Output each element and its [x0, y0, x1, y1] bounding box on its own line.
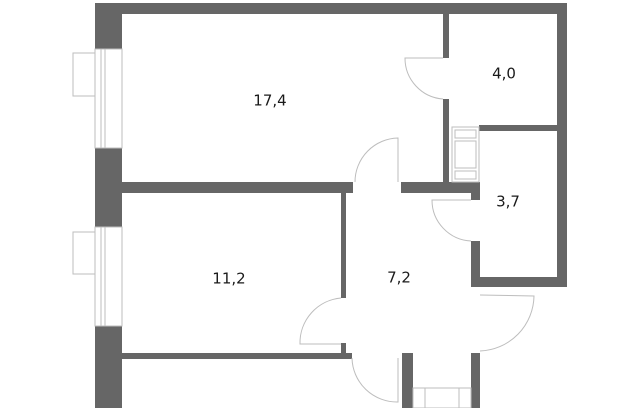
- window-frame: [94, 226, 123, 327]
- left-wall-segment: [95, 3, 122, 49]
- window: [72, 231, 96, 275]
- living-room-area: 17,4: [253, 92, 286, 110]
- top-outer-wall: [95, 3, 567, 14]
- room-labels: 17,4 4,0 3,7 11,2 7,2: [212, 65, 520, 288]
- fixtures: [412, 126, 480, 408]
- hallway-area: 7,2: [387, 269, 411, 287]
- living-bath-wall: [443, 14, 449, 58]
- walls: [95, 3, 567, 408]
- entrance-threshold: [412, 387, 472, 408]
- toilet-hall-wall: [471, 241, 480, 287]
- doors: [299, 57, 535, 403]
- left-wall-segment: [95, 326, 122, 408]
- toilet-bottom-wall: [471, 277, 567, 287]
- entrance-wall: [402, 353, 413, 408]
- bedroom-bottom-wall: [122, 353, 352, 359]
- windows: [72, 48, 123, 327]
- living-room-door: [354, 137, 399, 183]
- washing-machine: [451, 126, 480, 183]
- right-outer-wall: [557, 3, 567, 287]
- window-frame: [94, 48, 123, 149]
- toilet-area: 3,7: [496, 193, 520, 211]
- entrance-door: [479, 294, 535, 352]
- living-bath-wall: [443, 99, 449, 183]
- hall-door: [351, 357, 399, 403]
- bathroom-door: [404, 57, 444, 100]
- bedroom-bottom-wall-stub: [341, 343, 346, 355]
- bedroom-area: 11,2: [212, 270, 245, 288]
- window: [72, 52, 96, 97]
- toilet-hall-wall: [471, 182, 480, 200]
- left-wall-segment: [95, 148, 122, 227]
- toilet-door: [431, 199, 472, 242]
- bathroom-area: 4,0: [492, 65, 516, 83]
- bedroom-door: [299, 297, 342, 345]
- living-hall-wall: [401, 182, 480, 193]
- entrance-wall: [471, 353, 480, 408]
- living-bedroom-wall: [122, 182, 353, 193]
- bath-toilet-wall: [479, 125, 557, 131]
- bedroom-hall-wall: [341, 192, 346, 298]
